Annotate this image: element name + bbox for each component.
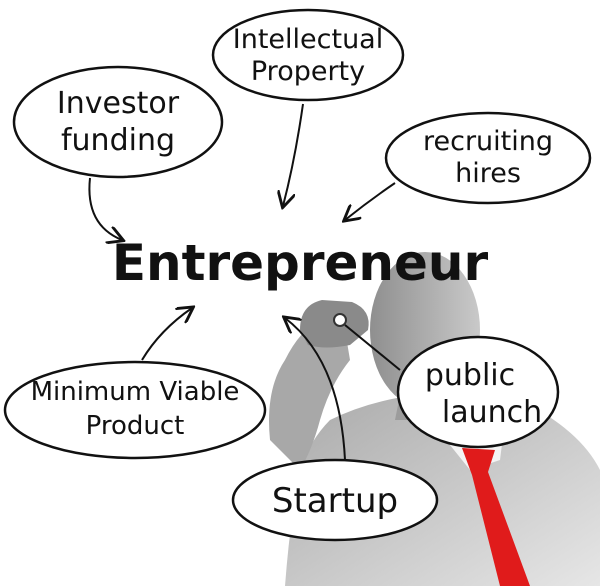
node-ellipse bbox=[231, 458, 439, 542]
node-recruiting-line2: hires bbox=[455, 158, 521, 189]
node-public-line2: launch bbox=[442, 395, 542, 430]
arrow-startup-to-center bbox=[285, 318, 346, 461]
node-ellipse bbox=[12, 65, 224, 179]
node-startup: Startup bbox=[231, 458, 439, 542]
node-intellectual-property: Intellectual Property bbox=[211, 8, 405, 102]
node-minimum-viable-product: Minimum Viable Product bbox=[3, 360, 267, 460]
red-tie bbox=[462, 448, 530, 586]
arrow-investor-to-center bbox=[88, 177, 122, 240]
node-investor-line2: funding bbox=[61, 123, 175, 158]
line-marker-to-public bbox=[344, 324, 401, 371]
node-recruiting-line1: recruiting bbox=[423, 126, 553, 157]
node-mvp-line1: Minimum Viable bbox=[31, 377, 240, 407]
node-ellipse bbox=[3, 360, 267, 460]
node-startup-line1: Startup bbox=[272, 481, 398, 521]
node-ellipse bbox=[211, 8, 405, 102]
node-recruiting-hires: recruiting hires bbox=[384, 111, 592, 205]
connectors bbox=[88, 103, 401, 461]
arrow-recruiting-to-center bbox=[345, 182, 396, 220]
node-ip-line1: Intellectual bbox=[233, 24, 383, 55]
marker-tip bbox=[333, 313, 347, 327]
node-investor-line1: Investor bbox=[57, 86, 180, 121]
raised-arm bbox=[269, 320, 350, 470]
node-investor-funding: Investor funding bbox=[12, 65, 224, 179]
node-ellipse bbox=[384, 111, 592, 205]
center-title: Entrepreneur bbox=[112, 234, 489, 292]
arrow-ip-to-center bbox=[283, 103, 304, 206]
node-ip-line2: Property bbox=[251, 56, 365, 87]
node-public-launch: public launch bbox=[396, 335, 560, 449]
arrow-mvp-to-center bbox=[141, 308, 192, 361]
node-public-line1: public bbox=[425, 358, 515, 393]
node-ellipse bbox=[396, 335, 560, 449]
node-mvp-line2: Product bbox=[86, 411, 185, 441]
